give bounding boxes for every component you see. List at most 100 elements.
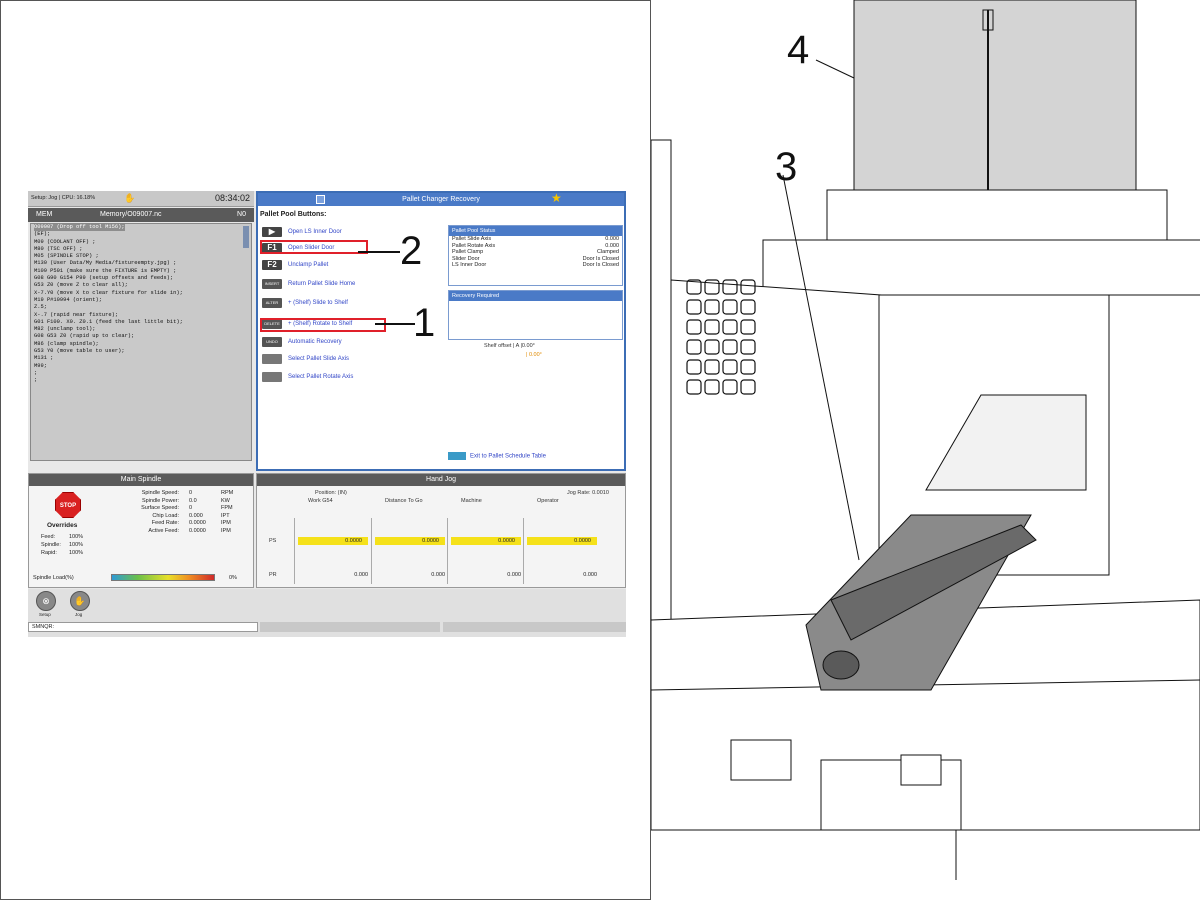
program-line-text: M109 P501 (make sure the FIXTURE is EMPT… [34,267,177,274]
pallet-button-0[interactable]: ▶Open LS Inner Door [262,226,402,238]
left-panel: Setup: Jog | CPU: 16.18% ✋ 08:34:02 MEM … [0,0,651,900]
callout-4: 4 [787,28,810,72]
spindle-key: Feed Rate: [151,520,179,526]
status-value: Clamped [596,249,619,256]
program-line: ; [31,370,251,377]
axis-label: PS [269,538,277,544]
button-label: Unclamp Pallet [288,262,329,268]
pallet-button-5[interactable]: DELETE + (Shelf) Rotate to Shelf [262,318,402,330]
status-key: Slider Door [452,255,480,262]
program-line-text: G08 G53 Z0 (rapid up to clear); [34,333,135,340]
key-cap-icon: INSERT [262,279,282,289]
main-spindle-panel: Main Spindle STOP Overrides Feed:100%Spi… [28,473,254,588]
spindle-value: 0.0 [189,497,197,504]
axis-value: 0.000 [431,572,445,578]
spindle-load-bar [111,574,215,581]
jog-col-header: Distance To Go [385,498,423,504]
scrollbar[interactable] [243,226,249,248]
status-key: Pallet Slide Axis [452,236,492,242]
status-value: 0.000 [605,242,619,249]
program-listing[interactable]: O09007 (Drop off tool M156);(EF);M09 (CO… [30,223,252,461]
button-label: + (Shelf) Rotate to Shelf [288,321,353,327]
status-value: Door Is Closed [582,255,619,262]
program-line: G01 F100. X0. Z0.1 (feed the last little… [31,319,251,326]
jog-column [523,518,599,584]
recovery-title: Recovery Required [449,291,622,301]
menu-icon[interactable] [316,195,325,204]
override-key: Feed: [41,534,56,540]
status-value: 0.000 [605,236,619,242]
program-line-text: G53 Y0 (move table to user); [34,348,125,355]
position-label: Position: (IN) [315,490,347,496]
status-key: LS Inner Door [452,262,487,269]
spindle-load-label: Spindle Load(%) [33,575,74,581]
control-screen: Setup: Jog | CPU: 16.18% ✋ 08:34:02 MEM … [28,191,626,637]
key-cap-icon [262,372,282,382]
axis-value: 0.000 [583,572,597,578]
button-label: Open LS Inner Door [288,229,342,235]
jog-mode-icon[interactable]: ✋ [70,591,90,611]
button-label: Select Pallet Rotate Axis [288,374,354,380]
buttons-heading: Pallet Pool Buttons: [260,211,327,218]
lock-icon[interactable]: ⊗ [36,591,56,611]
star-icon[interactable]: ★ [551,191,562,205]
button-label: Return Pallet Slide Home [288,281,356,287]
recover-key-icon [448,452,466,460]
program-line: M99; [31,363,251,370]
spindle-unit: IPM [221,520,231,526]
program-line: Z.5; [31,304,251,311]
pallet-pool-drawing: 4 3 [651,0,1200,900]
jog-title: Hand Jog [257,474,625,486]
jog-column [447,518,523,584]
spindle-value: 0 [189,505,193,511]
key-cap-icon [262,354,282,364]
pallet-button-4[interactable]: ALTER+ (Shelf) Slide to Shelf [262,297,402,309]
program-line-text: M82 (unclamp tool); [34,326,96,333]
spindle-value: 0.0000 [189,520,206,526]
pallet-changer-recovery-panel: Pallet Changer Recovery ★ Pallet Pool Bu… [256,191,626,471]
program-line: ; [31,377,251,384]
override-row: Spindle:100% [41,542,101,548]
spindle-title: Main Spindle [29,474,253,486]
axis-value: 0.000 [507,572,521,578]
callout-2: 2 [400,229,423,273]
program-line: M80 (TSC OFF) ; [31,246,251,253]
key-cap-icon: ALTER [262,298,282,308]
axis-label: PR [269,572,277,578]
override-value: 100% [69,534,84,540]
jog-label: Jog [75,612,83,617]
spindle-key: Active Feed: [148,527,179,534]
status-title: Pallet Pool Status [449,226,622,236]
hand-jog-panel: Hand Jog Position: (IN) Jog Rate: 0.0010… [256,473,626,588]
command-input[interactable]: SMNQR: [28,622,258,632]
program-line: G53 Z0 (move Z to clear all); [31,282,251,289]
bottom-bar: ⊗ Setup ✋ Jog SMNQR: [28,589,626,637]
program-line-text: M99; [34,362,47,369]
key-cap-icon: DELETE [262,319,282,329]
program-line-text: M131 ; [34,355,54,362]
key-cap-icon: UNDO [262,337,282,347]
program-line: M82 (unclamp tool); [31,326,251,333]
jog-column [294,518,370,584]
exit-label: Exit to Pallet Schedule Table [470,453,546,460]
jog-col-header: Work G54 [308,498,333,504]
shelf-offset-2: | 0.00° [526,352,542,358]
program-line-text: M80 (TSC OFF) ; [34,245,83,252]
program-line: X-7.Y0 (move X to clear fixture for slid… [31,290,251,297]
command-field-3 [443,622,626,632]
program-line-text: G01 F100. X0. Z0.1 (feed the last little… [34,318,183,325]
pallet-button-3[interactable]: INSERT Return Pallet Slide Home [262,278,402,290]
mem-label: MEM [36,211,53,218]
program-line: X-.7 (rapid near fixture); [31,312,251,319]
panel-title: Pallet Changer Recovery [402,196,480,203]
exit-button[interactable]: Exit to Pallet Schedule Table [448,452,546,460]
override-key: Spindle: [41,542,61,548]
spindle-unit: IPT [221,512,230,519]
pallet-button-7[interactable]: Select Pallet Slide Axis [262,353,402,365]
pallet-button-8[interactable]: Select Pallet Rotate Axis [262,371,402,383]
